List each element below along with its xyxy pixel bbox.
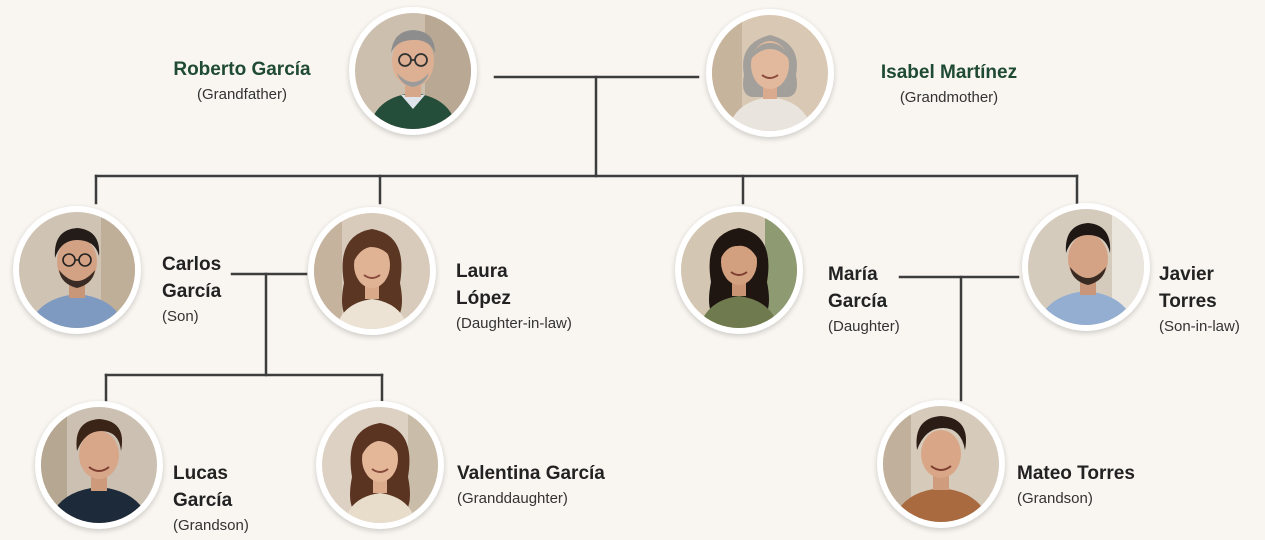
role-carlos: (Son) (162, 308, 199, 325)
portrait-roberto-icon (355, 13, 471, 129)
role-maria: (Daughter) (828, 318, 900, 335)
name-isabel: Isabel Martínez (880, 62, 1018, 83)
portrait-lucas-icon (41, 407, 157, 523)
name-javier-first: Javier (1159, 264, 1214, 285)
avatar-valentina (316, 401, 444, 529)
name-laura-first: Laura (456, 261, 508, 282)
role-lucas: (Grandson) (173, 517, 249, 534)
avatar-carlos (13, 206, 141, 334)
avatar-mateo (877, 400, 1005, 528)
name-maria-last: García (828, 291, 888, 312)
name-laura-last: López (456, 288, 511, 309)
name-carlos-last: García (162, 281, 222, 302)
avatar-isabel (706, 9, 834, 137)
label-laura: Laura López (Daughter-in-law) (456, 258, 616, 336)
label-lucas: Lucas García (Grandson) (173, 460, 283, 538)
portrait-valentina-icon (322, 407, 438, 523)
portrait-javier-icon (1028, 209, 1144, 325)
label-maria: María García (Daughter) (828, 261, 938, 339)
portrait-laura-icon (314, 213, 430, 329)
role-roberto: (Grandfather) (196, 86, 288, 103)
avatar-maria (675, 206, 803, 334)
portrait-maria-icon (681, 212, 797, 328)
role-mateo: (Grandson) (1017, 490, 1093, 507)
label-carlos: Carlos García (Son) (162, 251, 237, 329)
label-mateo: Mateo Torres (Grandson) (1017, 460, 1167, 511)
label-roberto: Roberto García (Grandfather) (152, 56, 332, 107)
name-javier-last: Torres (1159, 291, 1217, 312)
label-valentina: Valentina García (Granddaughter) (457, 460, 627, 511)
avatar-laura (308, 207, 436, 335)
name-carlos-first: Carlos (162, 254, 222, 275)
name-mateo: Mateo Torres (1017, 463, 1135, 484)
avatar-roberto (349, 7, 477, 135)
portrait-carlos-icon (19, 212, 135, 328)
name-roberto: Roberto García (173, 59, 311, 80)
label-javier: Javier Torres (Son-in-law) (1159, 261, 1265, 339)
name-maria-first: María (828, 264, 878, 285)
role-isabel: (Grandmother) (899, 89, 999, 106)
role-laura: (Daughter-in-law) (456, 315, 572, 332)
avatar-javier (1022, 203, 1150, 331)
role-valentina: (Granddaughter) (457, 490, 568, 507)
portrait-isabel-icon (712, 15, 828, 131)
name-lucas-last: García (173, 490, 233, 511)
label-isabel: Isabel Martínez (Grandmother) (854, 59, 1044, 110)
name-lucas-first: Lucas (173, 463, 228, 484)
role-javier: (Son-in-law) (1159, 318, 1240, 335)
portrait-mateo-icon (883, 406, 999, 522)
name-valentina: Valentina García (457, 463, 605, 484)
avatar-lucas (35, 401, 163, 529)
